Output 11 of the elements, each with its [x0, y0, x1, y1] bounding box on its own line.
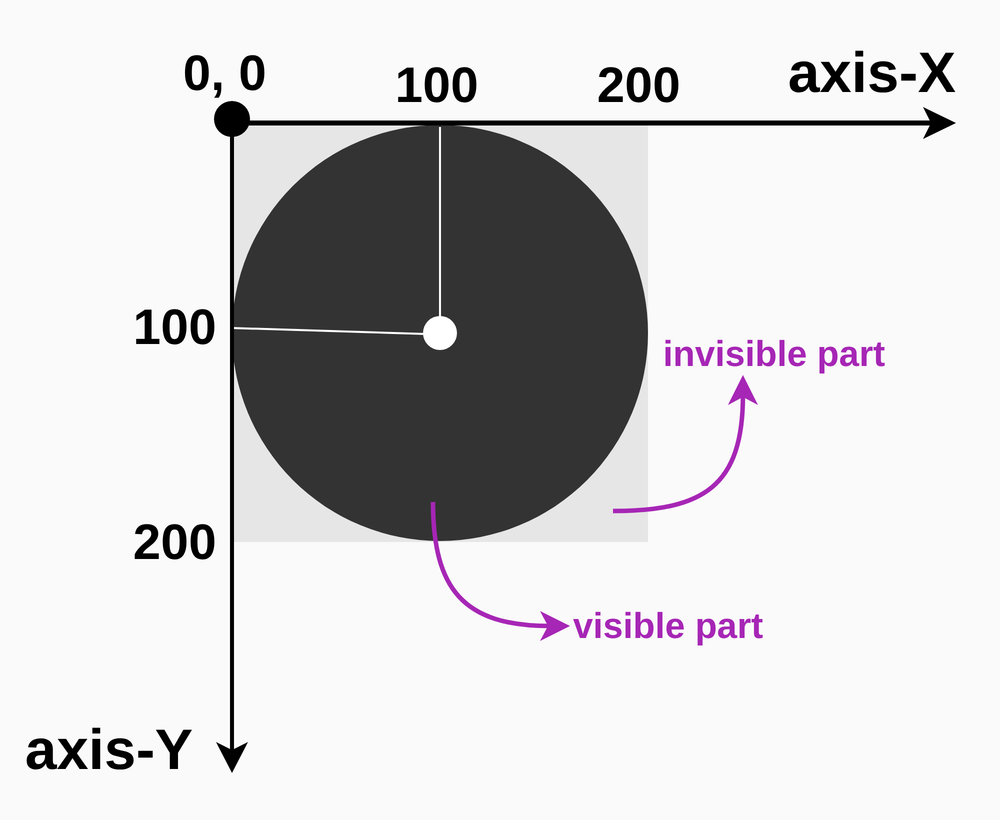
- tick-label: 200: [133, 517, 216, 567]
- leader-arrow: [612, 375, 758, 514]
- tick-label: 200: [597, 60, 680, 110]
- tick-label: 100: [395, 60, 478, 110]
- tick-label: 100: [133, 302, 216, 352]
- callout-label: invisible part: [663, 336, 886, 372]
- axis-title: axis-Y: [25, 722, 193, 779]
- callout-label: visible part: [573, 608, 764, 644]
- origin-label: 0, 0: [183, 48, 266, 98]
- axis-title: axis-X: [788, 45, 956, 102]
- leader-arrow: [430, 502, 570, 641]
